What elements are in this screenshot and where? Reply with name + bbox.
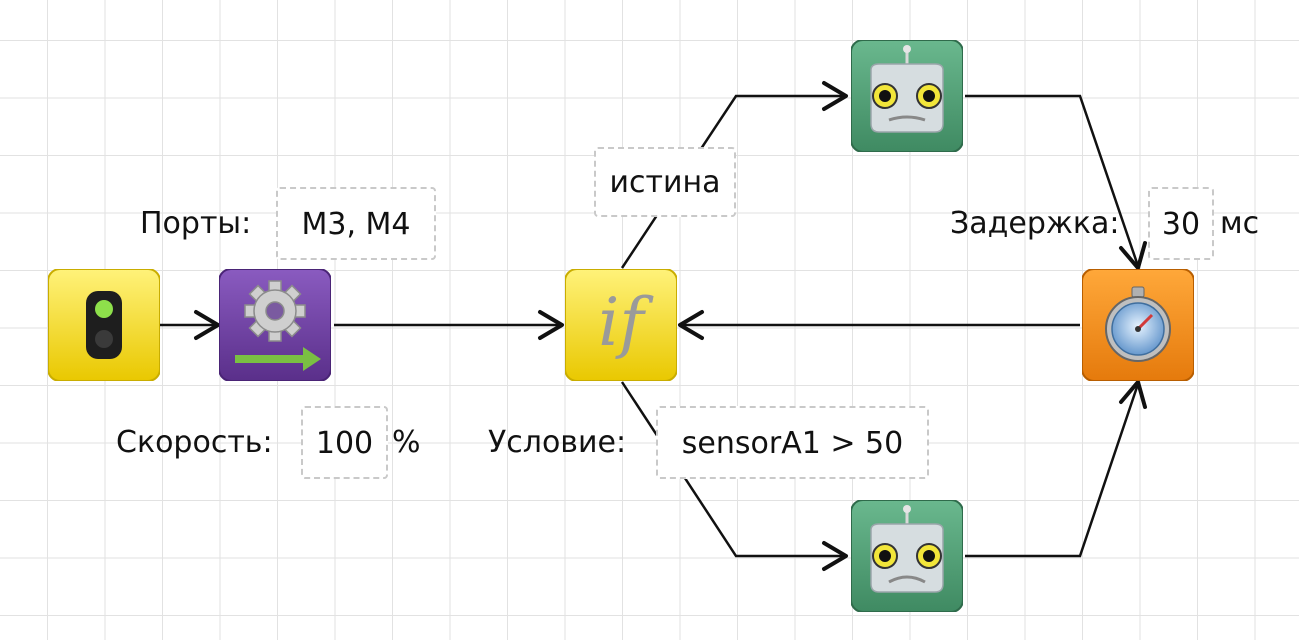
arrowhead-delay-top	[1119, 241, 1147, 270]
delay-unit: мс	[1220, 206, 1260, 241]
start-block[interactable]	[48, 269, 160, 381]
delay-value: 30	[1161, 207, 1201, 242]
delay-value-field[interactable]: 30	[1148, 187, 1214, 260]
arrowhead-robot-false	[822, 541, 848, 571]
arrowhead-robot-true	[822, 81, 848, 111]
edge-robot-true-delay	[965, 94, 1140, 267]
if-icon	[565, 269, 677, 381]
motor-block[interactable]	[219, 269, 331, 381]
delay-label: Задержка:	[950, 206, 1120, 241]
delay-block[interactable]	[1082, 269, 1194, 381]
ports-value-field[interactable]: M3, M4	[276, 187, 436, 260]
arrowhead-motor	[194, 310, 220, 340]
speed-label: Скорость:	[116, 425, 273, 460]
if-block[interactable]: if	[565, 269, 677, 381]
ports-value: M3, M4	[301, 207, 411, 242]
edge-robot-false-delay	[965, 383, 1140, 558]
arrowhead-delay-bottom	[1119, 380, 1147, 409]
robot-face-icon	[851, 500, 963, 612]
arrowhead-return	[678, 310, 704, 340]
speed-value-field[interactable]: 100	[301, 406, 388, 479]
stopwatch-icon	[1082, 269, 1194, 381]
condition-label: Условие:	[488, 425, 627, 460]
branch-true-text: истина	[609, 165, 721, 200]
traffic-light-icon	[48, 269, 160, 381]
if-text: if	[598, 284, 644, 361]
branch-true-label: истина	[594, 147, 736, 217]
arrowhead-if	[538, 310, 564, 340]
gear-icon	[219, 269, 331, 381]
condition-value-field[interactable]: sensorA1 > 50	[656, 406, 929, 479]
condition-value: sensorA1 > 50	[681, 426, 904, 461]
robot-face-icon	[851, 40, 963, 152]
robot-true-block[interactable]	[851, 40, 963, 152]
speed-value: 100	[315, 426, 374, 461]
speed-unit: %	[392, 425, 421, 460]
robot-false-block[interactable]	[851, 500, 963, 612]
ports-label: Порты:	[140, 206, 252, 241]
